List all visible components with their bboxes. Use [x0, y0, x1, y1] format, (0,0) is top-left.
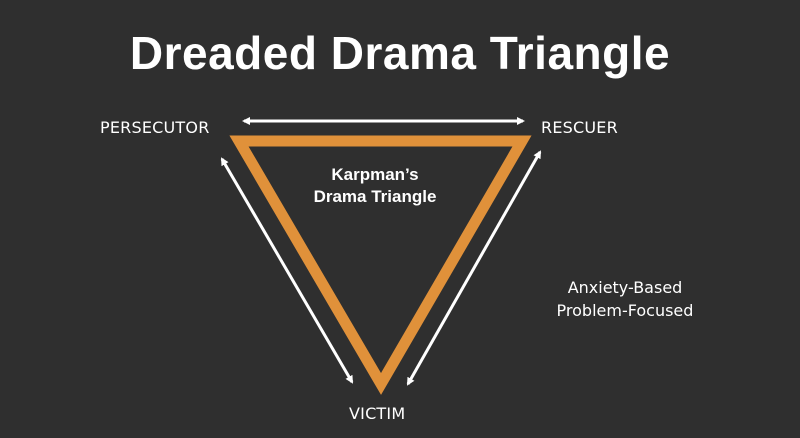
role-label-rescuer: RESCUER [541, 118, 618, 137]
arrow-persecutor-victim [220, 157, 354, 384]
side-note: Anxiety-Based Problem-Focused [520, 276, 730, 322]
side-note-line-1: Anxiety-Based [567, 278, 683, 297]
side-note-line-2: Problem-Focused [556, 301, 694, 320]
center-label-line-2: Drama Triangle [313, 187, 437, 206]
slide-title: Dreaded Drama Triangle [129, 27, 671, 79]
arrow-rescuer-victim [406, 150, 542, 386]
center-label-line-1: Karpman’s [331, 165, 419, 184]
role-label-persecutor: PERSECUTOR [100, 118, 210, 137]
role-label-victim: VICTIM [349, 404, 406, 423]
triangle-center-label: Karpman’s Drama Triangle [290, 164, 460, 208]
